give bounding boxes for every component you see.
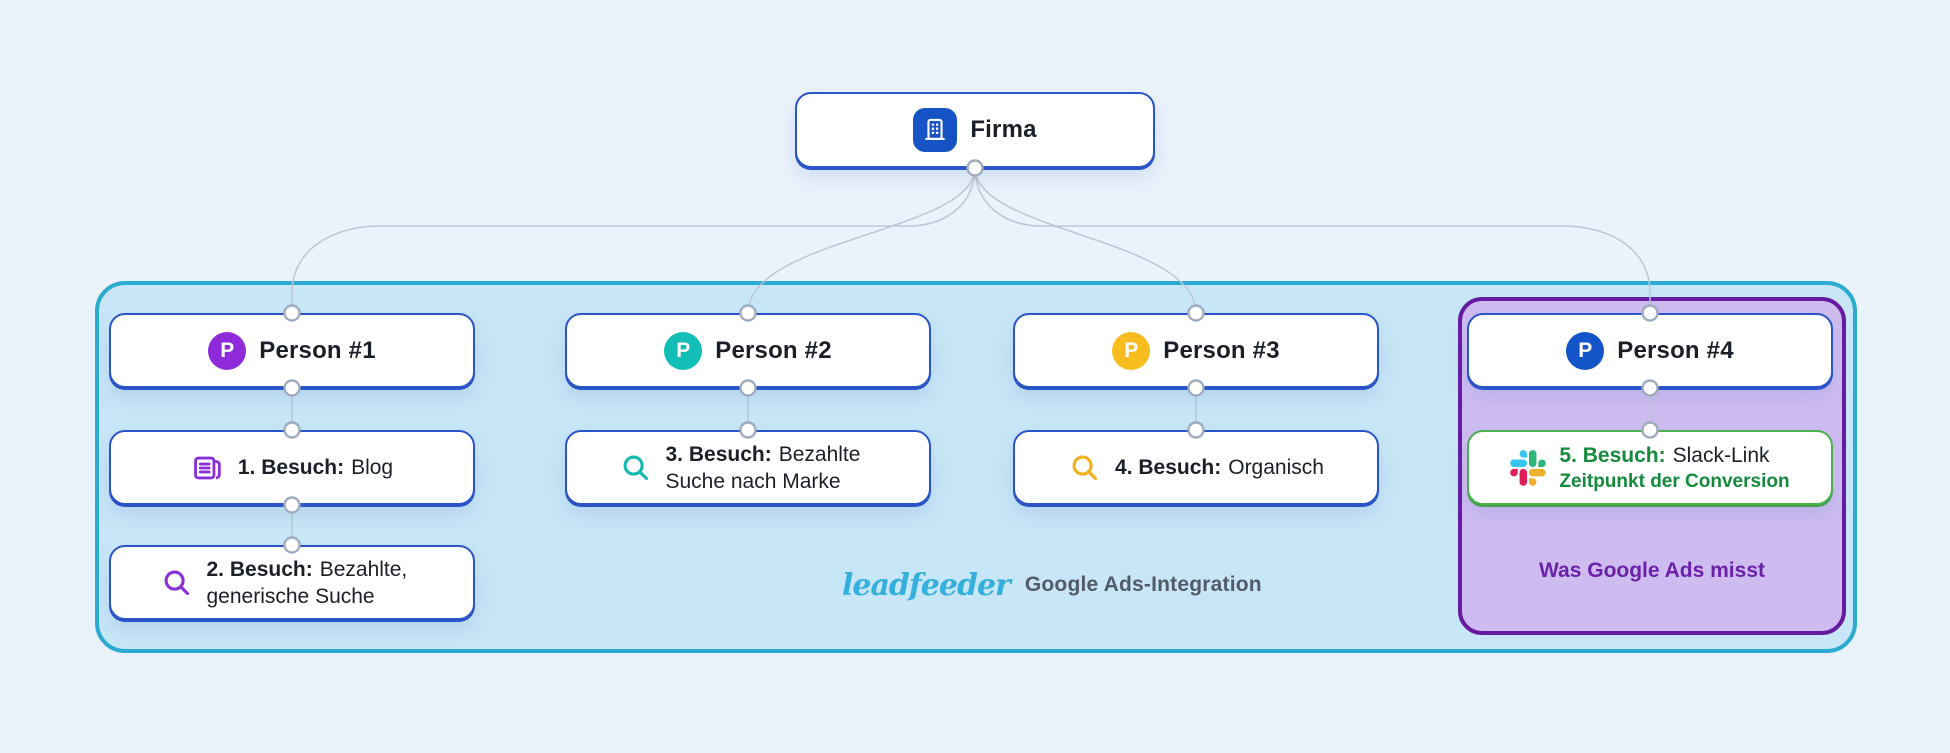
search-icon [1068, 451, 1102, 485]
visit-1-text: 1. Besuch:Blog [237, 456, 394, 479]
visit-5-subtext: Zeitpunkt der Conversion [1559, 470, 1790, 492]
building-icon [913, 108, 958, 152]
person-3-node: P Person #3 [1013, 313, 1379, 388]
visit-2-text: 2. Besuch:Bezahlte, generische Suche [206, 557, 408, 608]
person-4-label: Person #4 [1617, 336, 1734, 364]
footer-title: Google Ads-Integration [1024, 573, 1262, 596]
person-badge-letter: P [1578, 339, 1593, 362]
person-1-node: P Person #1 [109, 313, 475, 388]
visit-5-node: 5. Besuch:Slack-Link Zeitpunkt der Conve… [1467, 430, 1833, 505]
firma-node: Firma [795, 92, 1155, 168]
footer-branding: leadfeeder Google Ads-Integration [842, 563, 1262, 607]
visit-4-node: 4. Besuch:Organisch [1013, 430, 1379, 505]
highlight-caption: Was Google Ads misst [1539, 559, 1765, 582]
person-icon: P [208, 331, 247, 370]
person-icon: P [664, 331, 703, 370]
person-badge-letter: P [1124, 339, 1139, 362]
person-1-label: Person #1 [259, 336, 376, 364]
visit-1-node: 1. Besuch:Blog [109, 430, 475, 505]
person-2-label: Person #2 [715, 336, 832, 364]
visit-3-node: 3. Besuch:Bezahlte Suche nach Marke [565, 430, 931, 505]
person-icon: P [1112, 331, 1151, 370]
person-4-node: P Person #4 [1467, 313, 1833, 388]
person-icon: P [1566, 331, 1605, 370]
firma-label: Firma [970, 116, 1037, 143]
visit-3-text: 3. Besuch:Bezahlte Suche nach Marke [665, 442, 861, 493]
person-2-node: P Person #2 [565, 313, 931, 388]
search-icon [619, 451, 653, 485]
visit-4-text: 4. Besuch:Organisch [1115, 456, 1324, 479]
slack-icon [1510, 449, 1547, 486]
news-icon [191, 451, 225, 485]
person-badge-letter: P [220, 339, 235, 362]
search-icon [160, 566, 194, 600]
leadfeeder-logo: leadfeeder [842, 567, 1011, 603]
person-badge-letter: P [676, 339, 691, 362]
visit-2-node: 2. Besuch:Bezahlte, generische Suche [109, 545, 475, 620]
person-3-label: Person #3 [1163, 336, 1280, 364]
visit-5-text: 5. Besuch:Slack-Link Zeitpunkt der Conve… [1559, 443, 1790, 492]
